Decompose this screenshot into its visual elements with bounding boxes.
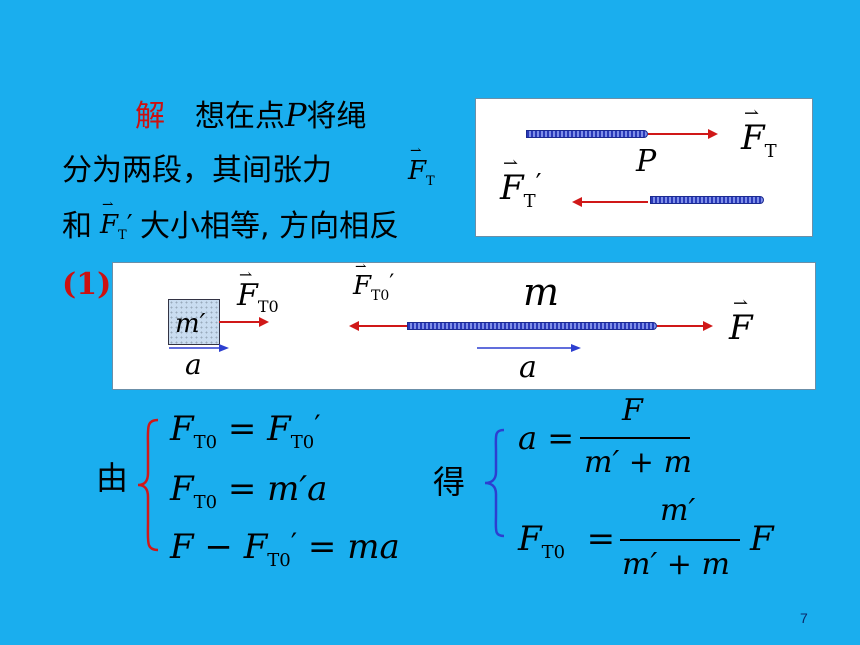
rope-mass-label: m	[523, 270, 560, 314]
rope-m	[407, 322, 657, 330]
ft0-prime-arrow	[349, 321, 409, 331]
right-system-prefix: 得	[433, 463, 466, 501]
tension-arrow-left	[572, 197, 648, 207]
equation-3: F − FT0′ = ma	[170, 527, 400, 571]
part-label: (1)	[62, 267, 112, 302]
point-p-label: P	[636, 144, 657, 179]
solution-line-1: 解想在点P将绳	[135, 99, 367, 132]
tension-ft-label: ⇀ FT	[741, 103, 777, 162]
result-ft0-denominator: m′ + m	[622, 547, 730, 582]
result-a-lhs: a =	[518, 419, 575, 457]
result-ft0-lhs: FT0 =	[518, 519, 616, 563]
solution-text-3b: 大小相等, 方向相反	[140, 209, 400, 244]
rope-right-segment	[650, 196, 764, 204]
equation-1: FT0 = FT0′	[170, 409, 321, 453]
tension-ft-prime-label: ⇀ FT′	[500, 153, 542, 212]
accel-arrow-block	[169, 344, 229, 352]
solution-line-3: 和 大小相等, 方向相反	[62, 212, 399, 242]
ft0-prime-label: ⇀ FT0′	[353, 259, 395, 305]
result-a-denominator: m′ + m	[584, 445, 692, 480]
solution-text-2: 分为两段，其间张力	[62, 153, 332, 188]
ft0-arrow	[219, 317, 269, 327]
tension-ft-inline: ⇀ FT	[408, 143, 435, 190]
right-brace	[484, 428, 505, 538]
page-number: 7	[800, 610, 808, 626]
solution-text-3a: 和	[62, 209, 92, 244]
tension-arrow-right	[648, 129, 718, 139]
rope-left-segment	[526, 130, 648, 138]
solution-label: 解	[135, 99, 165, 134]
result-ft0-fraction-bar	[620, 539, 740, 541]
solution-line-2: 分为两段，其间张力	[62, 156, 332, 186]
force-f-label: ⇀ F	[729, 293, 753, 348]
left-brace	[137, 418, 159, 552]
block-rope-diagram: m′ ⇀ FT0 a ⇀ FT0′ m ⇀ F a	[112, 259, 816, 390]
rope-split-diagram: P ⇀ FT ⇀ FT′	[475, 98, 813, 237]
result-ft0-numerator: m′	[660, 493, 696, 528]
solution-text-1: 想在点	[195, 99, 285, 134]
tension-ft-prime-inline: ⇀ FT′	[100, 197, 133, 244]
result-a-fraction-bar	[580, 437, 690, 439]
ft0-label: ⇀ FT0	[237, 265, 279, 316]
result-a-numerator: F	[622, 393, 643, 428]
accel-label-rope: a	[519, 350, 537, 385]
result-ft0-tail: F	[750, 519, 774, 559]
point-p-text: P	[285, 96, 307, 134]
accel-label-block: a	[185, 348, 202, 381]
block-m-prime	[168, 299, 220, 345]
block-mass-label: m′	[175, 309, 206, 339]
force-f-arrow	[657, 321, 713, 331]
left-system-prefix: 由	[96, 459, 129, 497]
accel-arrow-rope	[477, 344, 581, 352]
equation-2: FT0 = m′a	[170, 469, 328, 513]
solution-text-1b: 将绳	[306, 99, 367, 134]
